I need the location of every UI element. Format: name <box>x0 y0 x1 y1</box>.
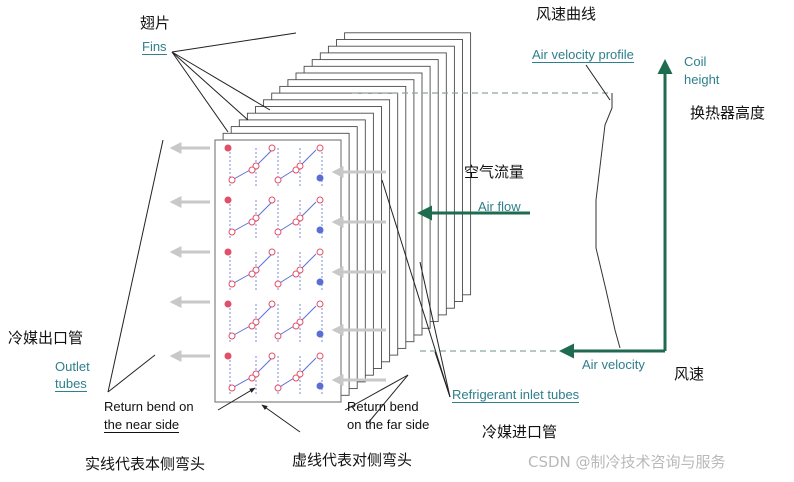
tube-hole <box>296 370 304 378</box>
tube-hole <box>292 218 300 226</box>
tube-hole <box>228 332 236 340</box>
tube-hole <box>292 270 300 278</box>
tube-hole <box>224 248 232 256</box>
tube-hole <box>252 162 260 170</box>
near-bend-solid <box>255 149 273 167</box>
near-bend-label-2: the near side <box>104 417 180 433</box>
air-profile-label-zh: 风速曲线 <box>536 5 597 23</box>
far-bend-label-1: Return bend <box>347 399 419 414</box>
tube-hole <box>268 300 276 308</box>
near-bend-leader <box>217 387 256 411</box>
tube-hole <box>292 166 300 174</box>
tube-hole <box>248 374 256 382</box>
tube-hole <box>274 176 282 184</box>
tube-hole <box>316 352 324 360</box>
dashed-note-leader <box>261 404 301 433</box>
tube-hole <box>224 352 232 360</box>
tube-hole <box>224 196 232 204</box>
outlet-leaders <box>107 139 164 393</box>
profile-leader <box>585 64 611 101</box>
tube-hole <box>316 278 324 286</box>
fins-label-zh: 翅片 <box>140 14 171 32</box>
near-bend-solid <box>255 305 273 323</box>
inlet-leaders <box>381 179 451 398</box>
near-bend-solid <box>299 201 317 219</box>
tube-hole <box>292 322 300 330</box>
tube-hole <box>274 280 282 288</box>
outlet-label-en-1: Outlet <box>55 359 90 374</box>
inlet-arrows <box>331 166 386 386</box>
velocity-profile-curve <box>595 93 621 349</box>
air-profile-label-en: Air velocity profile <box>532 47 634 63</box>
tube-hole <box>296 214 304 222</box>
tube-hole <box>228 280 236 288</box>
air-velocity-label-zh: 风速 <box>674 365 705 383</box>
inlet-label-en: Refrigerant inlet tubes <box>452 387 580 403</box>
tube-hole <box>316 330 324 338</box>
tube-hole <box>268 352 276 360</box>
tube-hole <box>224 144 232 152</box>
tube-hole <box>268 248 276 256</box>
inlet-label-zh: 冷媒进口管 <box>482 423 558 441</box>
tube-hole <box>316 226 324 234</box>
tube-hole <box>274 384 282 392</box>
tube-hole <box>248 270 256 278</box>
tube-hole <box>274 332 282 340</box>
tube-hole <box>252 370 260 378</box>
tube-hole <box>248 322 256 330</box>
tube-hole <box>316 300 324 308</box>
tube-grid <box>224 144 324 394</box>
tube-hole <box>224 300 232 308</box>
outlet-label-zh: 冷媒出口管 <box>8 329 84 347</box>
outlet-arrows <box>169 142 210 362</box>
tube-hole <box>316 382 324 390</box>
fins-label-en: Fins <box>142 39 167 55</box>
tube-hole <box>228 384 236 392</box>
airflow-label-en: Air flow <box>478 199 521 214</box>
coil-height-label-en-1: Coil <box>684 54 707 69</box>
tube-hole <box>268 196 276 204</box>
tube-hole <box>248 166 256 174</box>
far-bend-leader <box>344 374 409 411</box>
tube-hole <box>228 176 236 184</box>
airflow-label-zh: 空气流量 <box>464 163 525 181</box>
tube-hole <box>248 218 256 226</box>
far-bend-label-2: on the far side <box>347 417 430 432</box>
near-bend-label-1: Return bend on <box>104 399 194 414</box>
outlet-label-en-2: tubes <box>55 376 87 392</box>
far-bend-leader <box>367 374 409 424</box>
watermark: CSDN @制冷技术咨询与服务 <box>528 453 726 471</box>
tube-hole <box>296 318 304 326</box>
near-bend-solid <box>255 357 273 375</box>
tube-hole <box>252 266 260 274</box>
tube-hole <box>252 214 260 222</box>
dashed-note-label: 虚线代表对侧弯头 <box>292 451 413 469</box>
near-bend-solid <box>299 149 317 167</box>
near-bend-solid <box>299 253 317 271</box>
coil-height-label-zh: 换热器高度 <box>690 104 766 122</box>
tube-hole <box>296 266 304 274</box>
tube-hole <box>274 228 282 236</box>
near-bend-solid <box>255 201 273 219</box>
tube-hole <box>316 144 324 152</box>
coil-height-label-en-2: height <box>684 72 720 87</box>
tube-hole <box>268 144 276 152</box>
tube-hole <box>228 228 236 236</box>
solid-note-label: 实线代表本侧弯头 <box>85 455 206 473</box>
tube-hole <box>316 248 324 256</box>
air-velocity-label-en: Air velocity <box>582 357 645 372</box>
near-bend-solid <box>299 305 317 323</box>
tube-hole <box>316 196 324 204</box>
fins-leaders <box>171 32 297 133</box>
tube-hole <box>296 162 304 170</box>
tube-hole <box>292 374 300 382</box>
tube-hole <box>316 174 324 182</box>
near-bend-solid <box>255 253 273 271</box>
tube-hole <box>252 318 260 326</box>
near-bend-solid <box>299 357 317 375</box>
